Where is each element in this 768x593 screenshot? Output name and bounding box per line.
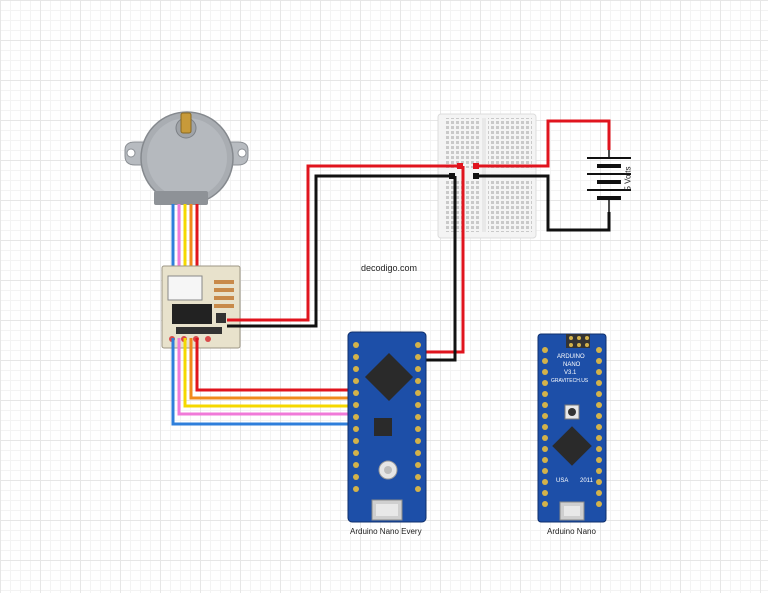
arduino-nano-every-label: Arduino Nano Every — [350, 527, 422, 536]
arduino-nano-every-icon — [347, 331, 427, 523]
breadboard-jumpers — [449, 163, 479, 179]
battery-black-wire — [475, 174, 611, 232]
board-power-red-wire — [424, 166, 465, 354]
arduino-nano-label: Arduino Nano — [547, 527, 596, 536]
arduino-nano-icon — [537, 333, 607, 523]
nano-silk-6: 2011 — [580, 478, 593, 484]
battery-icon — [587, 150, 631, 212]
control-wires — [171, 338, 354, 426]
nano-silk-5: USA — [556, 478, 569, 484]
battery-voltage-label: 5 Volts — [623, 166, 633, 191]
watermark: decodigo.com — [361, 263, 418, 273]
battery-red-wire — [475, 119, 611, 168]
driver-board-icon — [161, 265, 241, 349]
driver-power-black-wire — [227, 174, 451, 328]
nano-silk-1: ARDUINO — [557, 354, 585, 360]
stepper-motor-icon — [124, 111, 249, 205]
nano-silk-2: NANO — [563, 362, 581, 368]
driver-power-red-wire — [227, 164, 459, 322]
board-power-black-wire — [424, 176, 457, 362]
nano-silk-4: GRAVITECH.US — [551, 378, 589, 384]
nano-silk-3: V3.1 — [564, 370, 577, 376]
